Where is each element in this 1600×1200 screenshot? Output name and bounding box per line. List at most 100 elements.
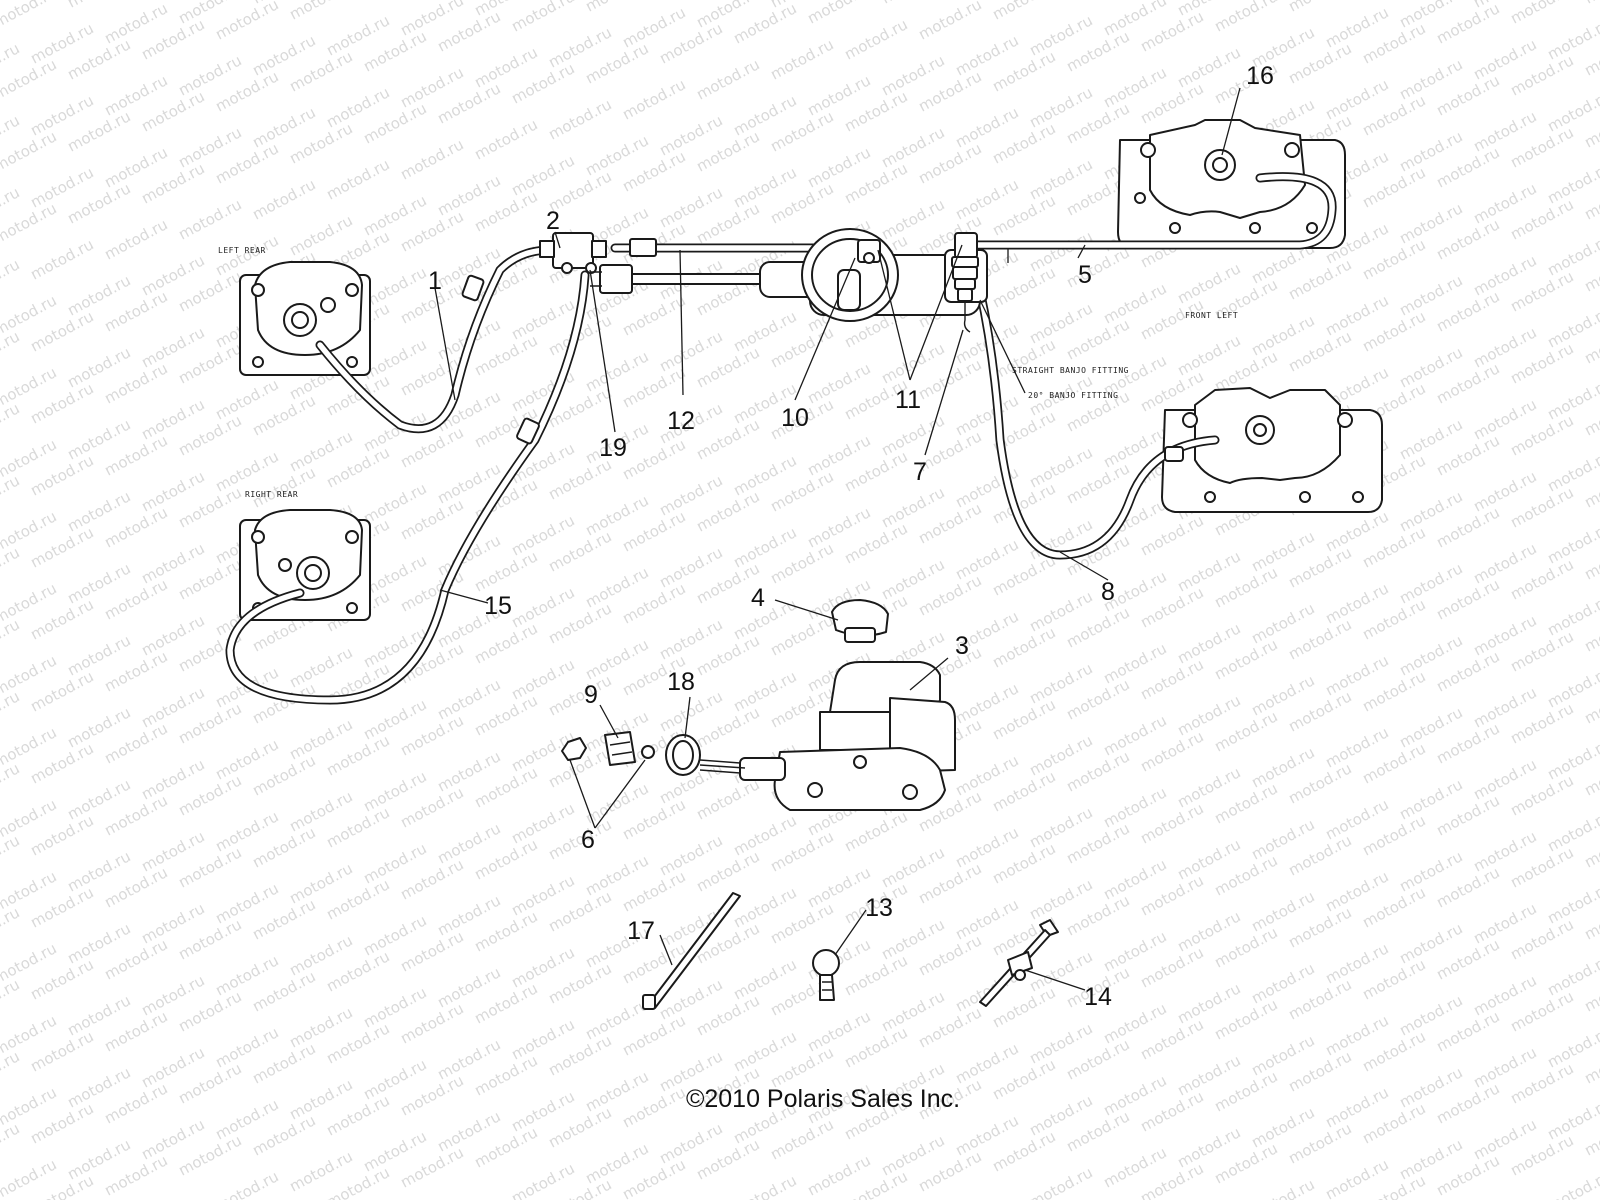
watermark-text: motod.ru <box>360 0 429 4</box>
watermark-text: motod.ru <box>545 95 614 143</box>
callout-8: 8 <box>1101 578 1115 606</box>
watermark-text: motod.ru <box>989 0 1058 24</box>
brake-hoses <box>225 172 1337 705</box>
watermark-text: motod.ru <box>1544 879 1600 927</box>
callout-9: 9 <box>584 681 598 709</box>
watermark-text: motod.ru <box>1544 807 1600 855</box>
callout-10: 10 <box>781 404 809 432</box>
watermark-text: motod.ru <box>101 215 170 263</box>
watermark-text: motod.ru <box>0 831 23 879</box>
watermark-text: motod.ru <box>64 0 133 12</box>
watermark-text: motod.ru <box>0 399 23 447</box>
watermark-text: motod.ru <box>1544 1167 1600 1200</box>
watermark-text: motod.ru <box>0 1119 23 1167</box>
watermark-text: motod.ru <box>1581 0 1600 8</box>
watermark-text: motod.ru <box>1063 0 1132 4</box>
watermark-text: motod.ru <box>0 55 60 103</box>
watermark-text: motod.ru <box>804 0 873 28</box>
callout-13: 13 <box>865 894 893 922</box>
watermark-text: motod.ru <box>1544 15 1600 63</box>
watermark-text: motod.ru <box>249 175 318 223</box>
watermark-text: motod.ru <box>582 0 651 16</box>
brake-distribution-block <box>539 232 657 274</box>
watermark-text: motod.ru <box>1544 951 1600 999</box>
front-right-caliper <box>1161 387 1383 513</box>
watermark-text: motod.ru <box>841 15 910 63</box>
front-left-caliper <box>1117 119 1346 249</box>
watermark-text: motod.ru <box>0 903 23 951</box>
watermark-text: motod.ru <box>1544 1095 1600 1143</box>
callout-19: 19 <box>599 434 627 462</box>
watermark-text: motod.ru <box>1507 0 1576 28</box>
watermark-text: motod.ru <box>1544 231 1600 279</box>
watermark-text: motod.ru <box>878 0 947 8</box>
callout-2: 2 <box>546 207 560 235</box>
callout-18: 18 <box>667 668 695 696</box>
label-right-rear: RIGHT REAR <box>245 490 298 499</box>
watermark-text: motod.ru <box>0 543 23 591</box>
watermark-text: motod.ru <box>1544 735 1600 783</box>
watermark-text: motod.ru <box>1544 375 1600 423</box>
small-labels: LEFT REAR RIGHT REAR FRONT LEFT STRAIGHT… <box>218 246 1238 499</box>
watermark-text: motod.ru <box>0 975 23 1023</box>
callout-11: 11 <box>895 386 921 414</box>
callout-12: 12 <box>667 407 695 435</box>
watermark-text: motod.ru <box>1544 447 1600 495</box>
watermark-text: motod.ru <box>1544 591 1600 639</box>
watermark-text: motod.ru <box>508 1159 577 1200</box>
callout-14: 14 <box>1084 983 1112 1011</box>
watermark-text: motod.ru <box>1026 1163 1095 1200</box>
watermark-text: motod.ru <box>0 687 23 735</box>
watermark-text: motod.ru <box>0 0 60 32</box>
callout-3: 3 <box>955 632 969 660</box>
watermark-text: motod.ru <box>471 115 540 163</box>
master-cylinder-exploded <box>561 599 956 811</box>
clip-13 <box>812 949 840 1001</box>
cable-tie-17 <box>642 892 741 1010</box>
watermark-text: motod.ru <box>1544 519 1600 567</box>
watermark-text: motod.ru <box>0 471 23 519</box>
copyright-text: ©2010 Polaris Sales Inc. <box>686 1085 960 1113</box>
callout-15: 15 <box>484 592 512 620</box>
watermark-text: motod.ru <box>1544 303 1600 351</box>
watermark-text: motod.ru <box>0 1047 23 1095</box>
watermark-text: motod.ru <box>323 155 392 203</box>
watermark-text: motod.ru <box>1544 159 1600 207</box>
watermark-text: motod.ru <box>27 235 96 283</box>
watermark-text: motod.ru <box>212 1167 281 1200</box>
callout-1: 1 <box>428 267 442 295</box>
callout-16: 16 <box>1246 62 1274 90</box>
watermark-text: motod.ru <box>0 127 60 175</box>
watermark-text: motod.ru <box>730 1171 799 1200</box>
watermark-text: motod.ru <box>397 135 466 183</box>
watermark-text: motod.ru <box>1544 663 1600 711</box>
watermark-text: motod.ru <box>1544 87 1600 135</box>
watermark-text: motod.ru <box>1211 0 1280 36</box>
watermark-text: motod.ru <box>286 0 355 24</box>
left-rear-caliper <box>239 261 371 376</box>
watermark-text: motod.ru <box>693 55 762 103</box>
watermark-text: motod.ru <box>0 759 23 807</box>
watermark-text: motod.ru <box>175 195 244 243</box>
upper-master-cylinder-assembly <box>590 228 988 333</box>
callout-numbers: 1 2 3 4 5 6 7 8 9 10 11 12 13 14 15 16 1… <box>428 62 1274 1011</box>
watermark-text: motod.ru <box>1248 1175 1317 1200</box>
watermark-text: motod.ru <box>0 327 23 375</box>
callout-5: 5 <box>1078 261 1092 289</box>
label-straight-banjo-fitting: STRAIGHT BANJO FITTING <box>1012 366 1129 375</box>
watermark-text: motod.ru <box>915 0 984 44</box>
watermark-text: motod.ru <box>0 255 23 303</box>
watermark-text: motod.ru <box>1285 0 1354 16</box>
callout-17: 17 <box>627 917 655 945</box>
label-20-banjo-fitting: 20° BANJO FITTING <box>1028 391 1118 400</box>
label-front-left: FRONT LEFT <box>1185 311 1238 320</box>
watermark-text: motod.ru <box>508 0 577 36</box>
label-left-rear: LEFT REAR <box>218 246 266 255</box>
callout-7: 7 <box>913 458 927 486</box>
tie-clip-14 <box>979 919 1059 1007</box>
right-rear-caliper <box>239 509 371 621</box>
callout-6: 6 <box>581 826 595 854</box>
watermark-text: motod.ru <box>619 75 688 123</box>
leader-lines <box>434 87 1241 991</box>
